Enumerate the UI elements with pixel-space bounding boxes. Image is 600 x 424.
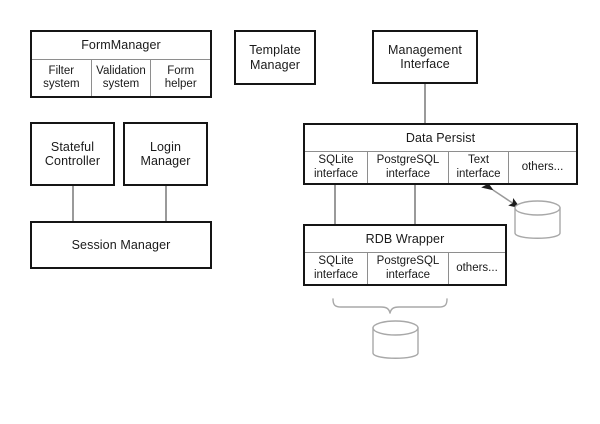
form-manager-cell-filter-system[interactable]: Filter system [43,64,80,90]
rdb-wrapper-cell-others[interactable]: others... [448,253,505,284]
rdb-wrapper-title: RDB Wrapper [365,231,445,246]
component-management-interface[interactable]: Management Interface [372,30,478,84]
template-manager-title: Template Manager [249,43,301,72]
component-login-manager[interactable]: Login Manager [123,122,208,186]
component-stateful-controller[interactable]: Stateful Controller [30,122,115,186]
form-manager-cell-form-helper[interactable]: Form helper [150,60,210,96]
connector-stateful-to-session [72,185,74,221]
component-session-manager[interactable]: Session Manager [30,221,212,269]
component-data-persist[interactable]: Data Persist SQLite interface PostgreSQL… [303,123,578,185]
connector-management-to-data-persist [424,83,426,123]
data-persist-subcomponents: SQLite interface PostgreSQL interface Te… [305,151,576,183]
connector-sqlite-to-rdb-wrapper [334,185,336,224]
data-persist-cell-others[interactable]: others... [508,152,576,183]
brace-rdb-wrapper-to-datastore [332,298,448,314]
datastore-rdb-cylinder [372,320,419,359]
stateful-controller-title: Stateful Controller [44,139,101,168]
data-persist-cell-postgresql-interface[interactable]: PostgreSQL interface [367,152,448,183]
form-manager-title: FormManager [81,38,161,53]
rdb-wrapper-subcomponents: SQLite interface PostgreSQL interface ot… [305,252,505,284]
session-manager-title: Session Manager [71,237,171,252]
arrow-text-interface-to-datastore [481,180,521,209]
management-interface-title: Management Interface [388,42,462,71]
component-rdb-wrapper[interactable]: RDB Wrapper SQLite interface PostgreSQL … [303,224,507,286]
login-manager-title: Login Manager [140,139,191,168]
component-form-manager[interactable]: FormManager Filter system Validation sys… [30,30,212,98]
data-persist-cell-sqlite-interface[interactable]: SQLite interface [313,154,359,180]
data-persist-title: Data Persist [405,130,476,145]
connector-login-to-session [165,185,167,221]
form-manager-subcomponents: Filter system Validation system Form hel… [32,59,210,96]
data-persist-cell-text-interface[interactable]: Text interface [448,152,508,183]
rdb-wrapper-cell-sqlite-interface[interactable]: SQLite interface [313,255,359,281]
datastore-text-cylinder [514,200,561,239]
connector-postgresql-to-rdb-wrapper [414,185,416,224]
component-template-manager[interactable]: Template Manager [234,30,316,85]
form-manager-cell-validation-system[interactable]: Validation system [90,60,151,96]
rdb-wrapper-cell-postgresql-interface[interactable]: PostgreSQL interface [367,253,448,284]
